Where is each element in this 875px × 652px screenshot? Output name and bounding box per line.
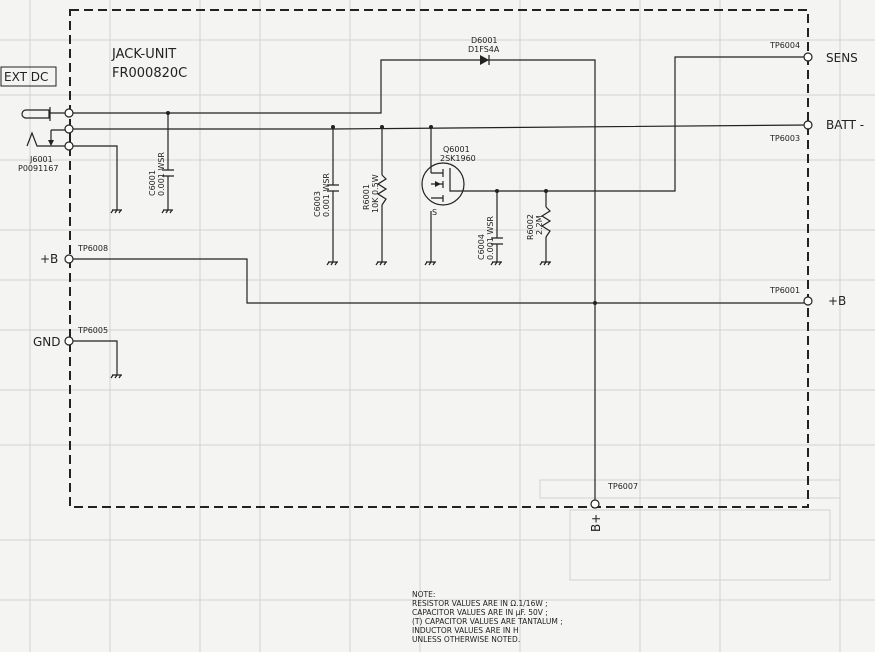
- c6001-ref: C6001: [148, 170, 157, 196]
- tp6001-label: TP6001: [769, 286, 800, 295]
- r6001-ref: R6001: [362, 184, 371, 210]
- q6001-ref: Q6001: [443, 145, 470, 154]
- j6001-value: P0091167: [18, 164, 58, 173]
- j6001-ref: J6001: [29, 155, 53, 164]
- plus-b-left-label: +B: [40, 252, 58, 266]
- c6001-value: 0.001 WSR: [157, 152, 166, 196]
- plus-b-right-label: +B: [828, 294, 846, 308]
- diode-d6001: [480, 55, 490, 65]
- gnd-label: GND: [33, 335, 61, 349]
- note-line: INDUCTOR VALUES ARE IN H: [412, 626, 519, 635]
- c6003-ref: C6003: [313, 191, 322, 217]
- q6001-value: 2SK1960: [440, 154, 476, 163]
- jack-j6001: [21, 107, 65, 147]
- mosfet-q6001: [421, 162, 465, 206]
- r6002-ref: R6002: [526, 214, 535, 240]
- q6001-pin-s: S: [432, 208, 437, 217]
- wires: [73, 56, 809, 500]
- note-line: (T) CAPACITOR VALUES ARE TANTALUM ;: [412, 617, 563, 626]
- batt-label: BATT -: [826, 118, 864, 132]
- ext-dc-label: EXT DC: [4, 70, 48, 84]
- capacitor-symbols: [162, 169, 503, 245]
- note-line: RESISTOR VALUES ARE IN Ω.1/16W ;: [412, 599, 548, 608]
- note-line: UNLESS OTHERWISE NOTED.: [412, 635, 520, 644]
- tp6003-label: TP6003: [769, 134, 800, 143]
- junctions: [166, 111, 597, 305]
- terminals: [64, 52, 813, 509]
- note-title: NOTE:: [412, 590, 435, 599]
- ext-dc-box: [0, 66, 57, 87]
- ground-symbols: [110, 209, 551, 379]
- sens-label: SENS: [826, 51, 858, 65]
- note-block: NOTE: RESISTOR VALUES ARE IN Ω.1/16W ; C…: [412, 590, 563, 644]
- c6004-ref: C6004: [477, 234, 486, 260]
- d6001-value: D1FS4A: [468, 45, 500, 54]
- b-plus-bottom-label: B+: [589, 514, 603, 532]
- d6001-ref: D6001: [471, 36, 498, 45]
- r6002-value: 2.2M: [535, 215, 544, 235]
- unit-name: JACK-UNIT: [111, 47, 176, 62]
- tp6007-label: TP6007: [607, 482, 638, 491]
- unit-part-number: FR000820C: [112, 66, 187, 81]
- resistor-symbols: [376, 174, 552, 238]
- c6003-value: 0.001 WSR: [322, 173, 331, 217]
- r6001-value: 10K 0.5W: [371, 174, 380, 213]
- tp6008-label: TP6008: [77, 244, 108, 253]
- c6004-value: 0.001 WSR: [486, 216, 495, 260]
- tp6005-label: TP6005: [77, 326, 108, 335]
- unit-boundary: [69, 9, 809, 508]
- tp6004-label: TP6004: [769, 41, 800, 50]
- note-line: CAPACITOR VALUES ARE IN µF. 50V ;: [412, 608, 548, 617]
